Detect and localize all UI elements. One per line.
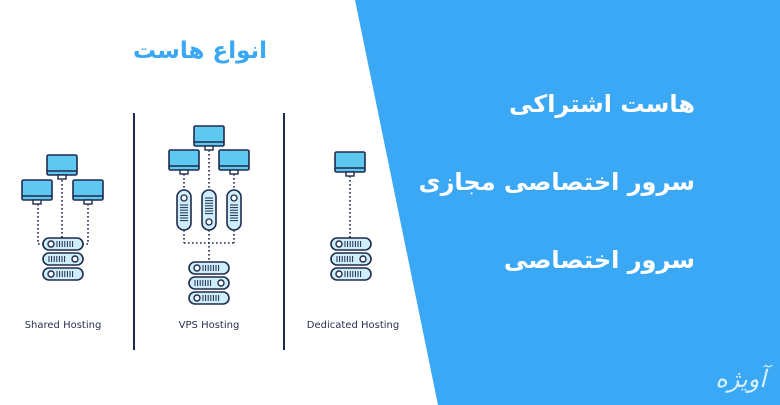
item-dedicated-server: سرور اختصاصی: [503, 246, 695, 274]
monitor-icon: [218, 149, 250, 175]
label-shared-hosting: Shared Hosting: [24, 320, 102, 331]
page-title: انواع هاست: [132, 38, 268, 64]
monitor-icon: [21, 179, 53, 205]
blue-panel: [355, 0, 780, 405]
label-vps-hosting: VPS Hosting: [178, 320, 240, 331]
server-icon: [188, 261, 230, 305]
virtual-server-icon: [201, 189, 217, 231]
item-shared-hosting: هاست اشتراکی: [508, 90, 695, 118]
label-dedicated-hosting: Dedicated Hosting: [306, 320, 400, 331]
item-vps: سرور اختصاصی مجازی: [418, 168, 695, 196]
virtual-server-icon: [226, 189, 242, 231]
monitor-icon: [72, 179, 104, 205]
server-icon: [330, 237, 372, 281]
monitor-icon: [334, 151, 366, 177]
server-icon: [42, 237, 84, 281]
monitor-icon: [193, 125, 225, 151]
logo: آویژه: [715, 365, 766, 393]
monitor-icon: [46, 154, 78, 180]
monitor-icon: [168, 149, 200, 175]
virtual-server-icon: [176, 189, 192, 231]
